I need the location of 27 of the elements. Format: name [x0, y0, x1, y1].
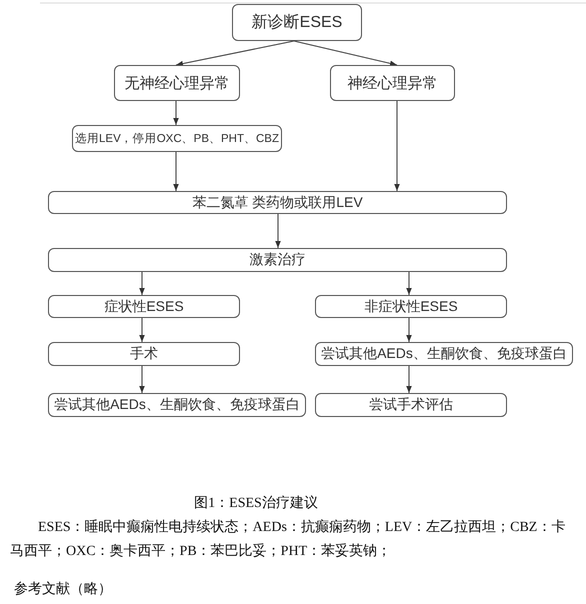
process-box: 症状性ESES	[48, 295, 240, 318]
process-box: 非症状性ESES	[315, 295, 507, 318]
arrow	[173, 100, 179, 126]
arrow	[139, 318, 145, 342]
process-box: 尝试手术评估	[315, 393, 507, 417]
arrow	[406, 272, 412, 296]
arrow	[139, 366, 145, 394]
process-box: 选用LEV，停用OXC、PB、PHT、CBZ	[72, 125, 282, 152]
process-box: 苯二氮䓬 类药物或联用LEV	[48, 191, 507, 214]
references-note: 参考文献（略）	[14, 580, 113, 599]
process-box: 尝试其他AEDs、生酮饮食、免疫球蛋白	[48, 393, 306, 417]
process-box: 尝试其他AEDs、生酮饮食、免疫球蛋白	[315, 342, 573, 366]
process-box: 神经心理异常	[330, 65, 455, 101]
abbreviation-note: ESES：睡眠中癫痫性电持续状态；AEDs：抗癫痫药物；LEV：左乙拉西坦；CBZ：卡马西平；OXC：奥卡西平；PB：苯巴比妥；PHT：苯妥英钠；	[10, 518, 566, 561]
arrow	[406, 366, 412, 394]
arrow	[139, 272, 145, 296]
process-box: 新诊断ESES	[232, 4, 362, 41]
process-box: 无神经心理异常	[114, 65, 240, 101]
arrow	[176, 40, 294, 66]
caption: 图1：ESES治疗建议	[194, 496, 318, 511]
arrow	[406, 318, 412, 342]
process-box: 手术	[48, 342, 240, 366]
arrow	[394, 100, 400, 192]
arrow	[294, 40, 398, 66]
arrow	[275, 214, 281, 248]
arrow	[173, 152, 179, 192]
process-box: 激素治疗	[48, 248, 507, 272]
